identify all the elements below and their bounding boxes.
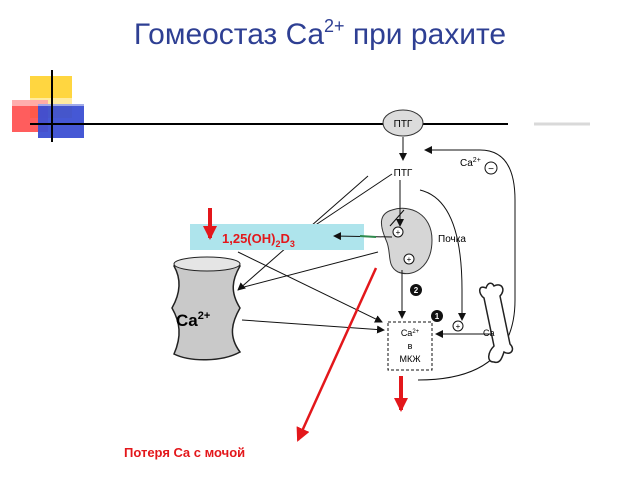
marker-1-circle: [431, 310, 443, 322]
feedback-loop-arrow: [417, 146, 516, 381]
urine-loss-arrow: [296, 267, 378, 442]
title-superscript: 2+: [324, 16, 345, 36]
ptg-second-label: ПТГ: [394, 168, 413, 179]
title-tail: при рахите: [344, 18, 507, 51]
intestine-shape: [171, 259, 242, 361]
urine-loss-label: Потеря Ca с мочой: [124, 445, 245, 460]
marker-1-label: 1: [435, 312, 440, 321]
hormone-to-ecf-arrow: [237, 251, 383, 323]
bone-shape: [479, 282, 514, 364]
marker-2-label: 2: [414, 286, 419, 295]
kidney-plus-marker-bottom: [403, 253, 415, 265]
kidney-internal-line: [389, 209, 405, 227]
bone-plus-marker: [452, 320, 464, 332]
intestine-lumen: [173, 256, 241, 272]
ptg-to-bone-arrow: [419, 189, 466, 321]
ecf-ca-label: Ca2+: [401, 328, 420, 338]
kidney-plus-marker-top: [392, 226, 404, 238]
ptg-top-label: ПТГ: [394, 119, 413, 130]
marker-2-circle: [410, 284, 422, 296]
intestine-hormone-line: [239, 251, 379, 289]
intestine-ca-label: Ca2+: [176, 310, 210, 330]
hormone-label: 1,25(OH)2D3: [222, 231, 295, 249]
kidney-plus-sign-bottom: +: [407, 255, 412, 264]
inhibition-marker: [484, 161, 498, 175]
hormone-connector: [359, 235, 377, 238]
parathyroid-gland-node: [382, 109, 424, 137]
ecf-in-label: в: [408, 341, 413, 351]
title-main: Гомеостаз Ca: [133, 18, 324, 51]
decorative-squares: [8, 76, 88, 138]
intestine-to-ecf-arrow: [241, 319, 385, 334]
bone-plus-sign: +: [456, 322, 461, 331]
slide-title: Гомеостаз Ca2+ при рахите: [0, 16, 640, 52]
kidney-shape: [381, 207, 433, 275]
ecf-mkzh-label: МКЖ: [399, 354, 421, 364]
ecf-box: [387, 321, 433, 371]
kidney-plus-sign-top: +: [396, 228, 401, 237]
kidney-label: Почка: [438, 234, 466, 245]
inhibition-sign: −: [488, 164, 494, 175]
ca-feedback-label: Ca2+: [460, 157, 481, 169]
bone-ca-label: Ca: [483, 328, 495, 338]
